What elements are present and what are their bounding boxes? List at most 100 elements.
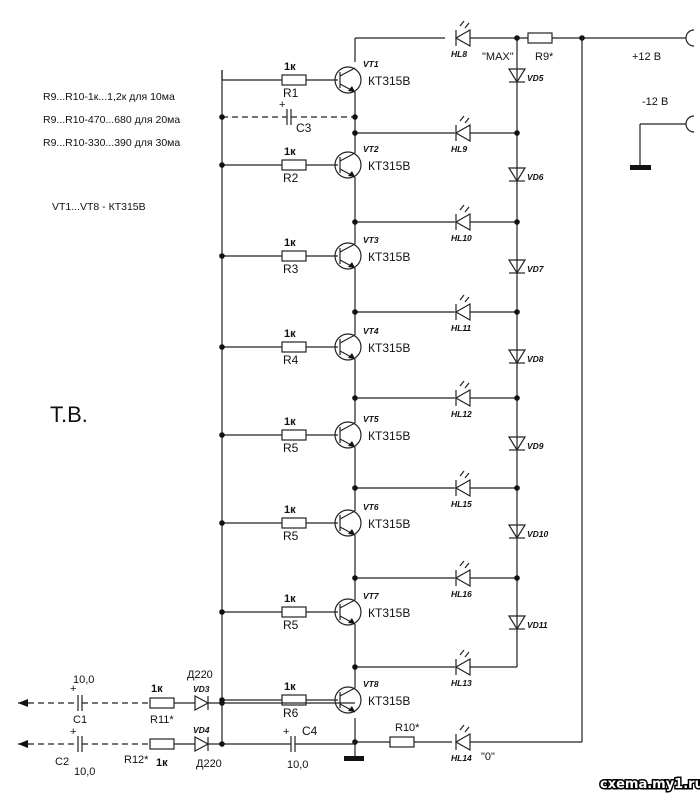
- npn-transistor-icon: [334, 151, 362, 179]
- led: HL13: [352, 649, 517, 688]
- transistor-collector: [339, 510, 356, 520]
- light-rays-icon: [459, 20, 470, 29]
- input1-arrow-icon: [18, 699, 28, 707]
- junction-dot: [219, 253, 225, 259]
- junction-dot: [352, 395, 358, 401]
- minus12-label: -12 В: [642, 96, 668, 108]
- resistor-value: 1к: [284, 328, 296, 340]
- led: HL11: [352, 294, 520, 333]
- light-rays-icon: [459, 204, 470, 213]
- r12-resistor: [149, 738, 175, 750]
- resistor-label: R1: [283, 86, 299, 100]
- transistor-note: VT1...VT8 - КТ315В: [52, 201, 146, 213]
- diode-label: VD11: [527, 620, 548, 630]
- led: HL9: [352, 115, 520, 154]
- resistor-value: 1к: [284, 416, 296, 428]
- led-icon: [454, 732, 471, 752]
- r11-resistor: [149, 697, 175, 709]
- resistor-label: R2: [283, 171, 299, 185]
- emitter-arrow-icon: [348, 441, 355, 447]
- led-label: HL14: [451, 753, 472, 763]
- npn-transistor-icon: [334, 509, 362, 537]
- transistor-collector: [339, 152, 356, 162]
- c4-value: 10,0: [287, 759, 308, 771]
- junction-dot: [219, 432, 225, 438]
- base-resistor: [281, 74, 307, 86]
- c4-label: C4: [302, 724, 318, 738]
- light-rays-icon: [459, 380, 470, 389]
- plus12-terminal-icon: [685, 29, 695, 47]
- light-rays-icon: [459, 115, 470, 124]
- c2-value: 10,0: [74, 766, 95, 778]
- transistor-label: VT4: [363, 326, 379, 336]
- npn-transistor-icon: [334, 242, 362, 270]
- light-rays-icon: [459, 294, 470, 303]
- note-line-3: R9...R10-330...390 для 30ма: [43, 137, 180, 149]
- r11-value: 1к: [151, 683, 163, 695]
- led-label: HL11: [451, 323, 471, 333]
- junction-dot: [352, 485, 358, 491]
- junction-dot: [352, 219, 358, 225]
- junction-dot: [352, 309, 358, 315]
- emitter-arrow-icon: [348, 618, 355, 624]
- base-resistor: [281, 250, 307, 262]
- resistor-label: R4: [283, 353, 299, 367]
- led: HL8: [451, 20, 471, 59]
- author-initials: Т.В.: [50, 402, 88, 427]
- transistor-label: VT2: [363, 144, 379, 154]
- led-label: HL10: [451, 233, 472, 243]
- led-icon: [454, 302, 471, 322]
- transistor-type: КТ315В: [368, 341, 410, 355]
- diode: VD11: [507, 615, 548, 631]
- base-resistor: [281, 341, 307, 353]
- transistor-label: VT8: [363, 679, 379, 689]
- vd3-type: Д220: [187, 669, 213, 681]
- transistor-type: КТ315В: [368, 606, 410, 620]
- resistor-value: 1к: [284, 681, 296, 693]
- transistor-type: КТ315В: [368, 159, 410, 173]
- c1-plus: +: [70, 683, 76, 695]
- c2-plus: +: [70, 726, 76, 738]
- transistor-collector: [339, 599, 356, 609]
- emitter-arrow-icon: [348, 353, 355, 359]
- junction-dot: [219, 114, 225, 120]
- diode-label: VD9: [527, 441, 544, 451]
- led-icon: [454, 568, 471, 588]
- max-label: "MAX": [482, 51, 514, 63]
- npn-transistor-icon: [334, 333, 362, 361]
- vd4-type: Д220: [196, 758, 222, 770]
- junction-dot: [514, 395, 520, 401]
- plus12-label: +12 В: [632, 51, 661, 63]
- diode: VD5: [507, 68, 544, 84]
- emitter-arrow-icon: [348, 171, 355, 177]
- diode-icon: [507, 436, 527, 452]
- diode-icon: [507, 349, 527, 365]
- light-rays-icon: [459, 724, 470, 733]
- vd4-diode-icon: [194, 735, 210, 753]
- transistor-type: КТ315В: [368, 429, 410, 443]
- input2-arrow-icon: [18, 740, 28, 748]
- vd3-diode-icon: [194, 694, 210, 712]
- light-rays-icon: [459, 560, 470, 569]
- led-icon: [454, 657, 471, 677]
- minus12-terminal-icon: [685, 115, 695, 133]
- diode: VD9: [507, 436, 544, 452]
- transistor-type: КТ315В: [368, 517, 410, 531]
- transistor-label: VT7: [363, 591, 380, 601]
- base-resistor: [281, 606, 307, 618]
- r12-value: 1к: [156, 757, 168, 769]
- transistor-collector: [339, 334, 356, 344]
- junction-dot: [219, 741, 225, 747]
- led-icon: [454, 212, 471, 232]
- npn-transistor-icon: [334, 66, 362, 94]
- resistor-label: R3: [283, 262, 299, 276]
- led-label: HL16: [451, 589, 472, 599]
- diode-icon: [507, 259, 527, 275]
- junction-dot: [514, 309, 520, 315]
- c3-label: C3: [296, 121, 312, 135]
- junction-dot: [219, 162, 225, 168]
- c2-label: C2: [55, 756, 69, 768]
